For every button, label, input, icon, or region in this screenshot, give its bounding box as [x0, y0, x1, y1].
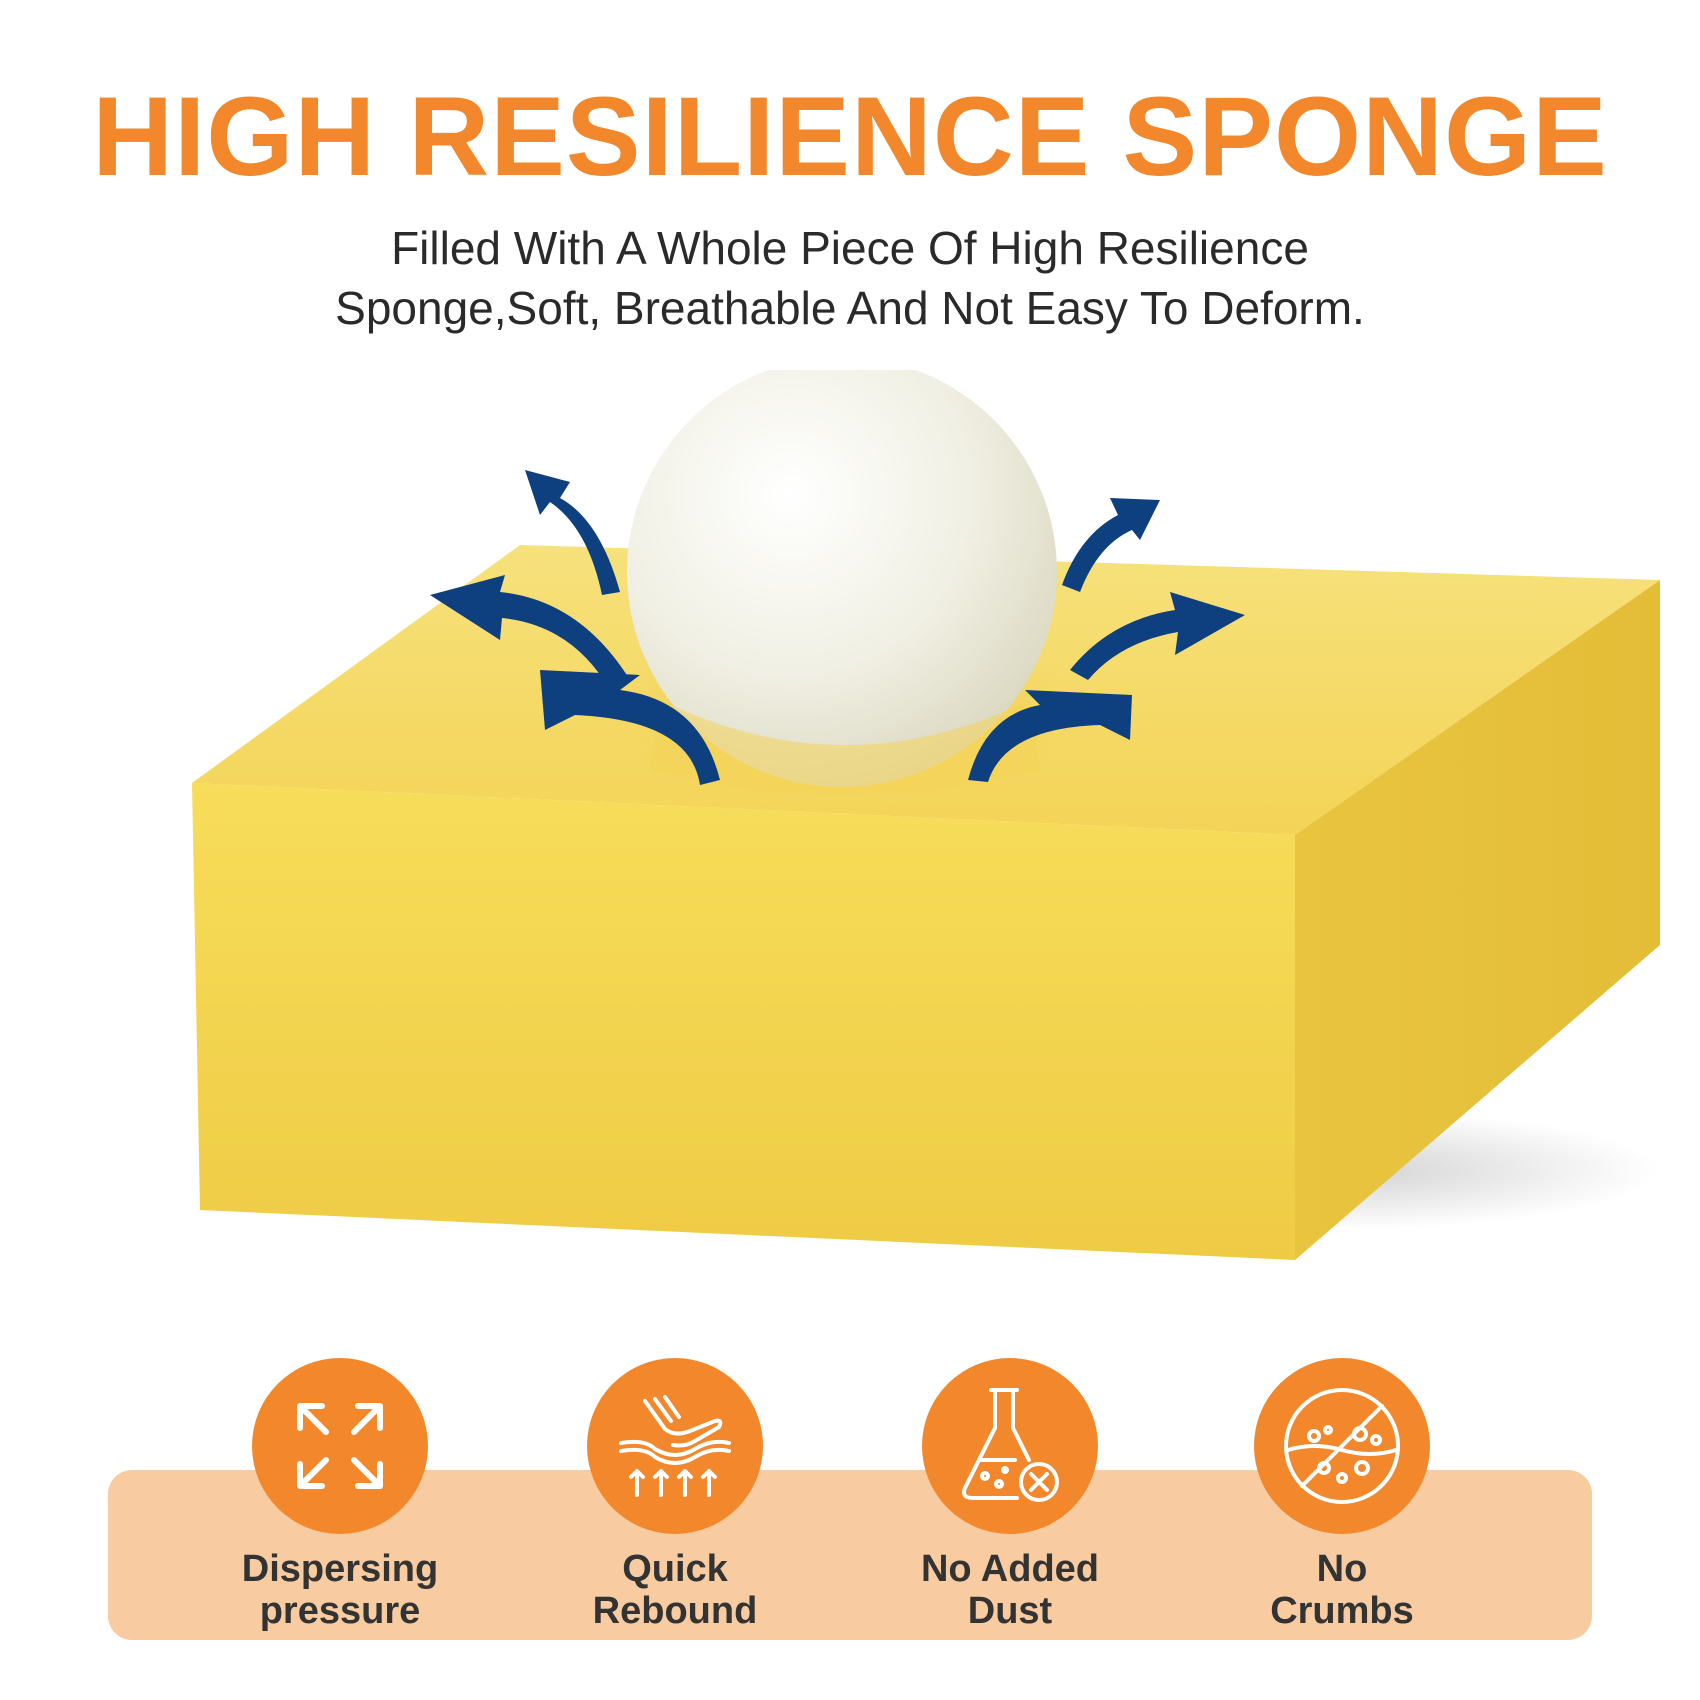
hand-rebound-icon: [619, 1395, 731, 1497]
feature-circle: [1254, 1358, 1430, 1534]
arrow-upper-left: [525, 470, 620, 595]
sponge-illustration: [192, 370, 1660, 1260]
arrow-middle-left: [430, 575, 630, 690]
feature-circle: [252, 1358, 428, 1534]
feature-no-added-dust: No Added Dust: [840, 1358, 1180, 1632]
feature-label: Quick Rebound: [592, 1548, 758, 1632]
feature-label: Dispersing pressure: [241, 1548, 439, 1632]
feature-dispersing-pressure: Dispersing pressure: [170, 1358, 510, 1632]
subtitle-line-1: Filled With A Whole Piece Of High Resili…: [391, 222, 1309, 274]
no-crumbs-icon: [1284, 1388, 1400, 1504]
feature-label: No Crumbs: [1270, 1548, 1414, 1632]
subtitle-line-2: Sponge,Soft, Breathable And Not Easy To …: [335, 282, 1365, 334]
flask-no-icon: [962, 1388, 1059, 1502]
expand-arrows-icon: [297, 1403, 383, 1489]
sponge-front: [192, 783, 1295, 1260]
arrow-lower-left: [540, 670, 720, 785]
feature-label: No Added Dust: [920, 1548, 1099, 1632]
page-title: HIGH RESILIENCE SPONGE: [92, 74, 1608, 199]
subtitle: Filled With A Whole Piece Of High Resili…: [250, 218, 1450, 338]
feature-quick-rebound: Quick Rebound: [505, 1358, 845, 1632]
pressure-arrows: [430, 470, 1245, 785]
feature-no-crumbs: No Crumbs: [1172, 1358, 1512, 1632]
ball: [627, 370, 1057, 787]
feature-circle: [922, 1358, 1098, 1534]
sponge-side: [1295, 580, 1660, 1260]
arrow-upper-right: [1062, 498, 1160, 592]
feature-circle: [587, 1358, 763, 1534]
arrow-lower-right: [968, 690, 1132, 782]
arrow-middle-right: [1070, 592, 1245, 680]
ball-sink-edge: [650, 700, 1040, 795]
